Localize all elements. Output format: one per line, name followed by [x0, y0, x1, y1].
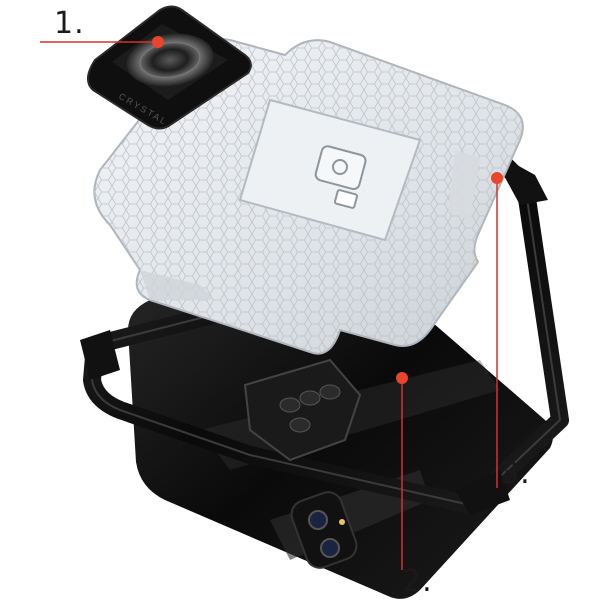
callout-label-3: 3. — [500, 456, 531, 491]
callout-label-2: 2. — [402, 564, 433, 599]
callout-2 — [396, 372, 408, 570]
callout-3-dot — [491, 172, 503, 184]
callout-1 — [40, 36, 164, 48]
callout-2-dot — [396, 372, 408, 384]
ring-holder: CRYSTAL — [87, 5, 252, 130]
callout-1-dot — [152, 36, 164, 48]
clear-shell — [93, 38, 524, 355]
callout-3 — [491, 172, 503, 488]
callout-label-1: 1. — [54, 6, 85, 41]
camera-module — [290, 491, 358, 569]
